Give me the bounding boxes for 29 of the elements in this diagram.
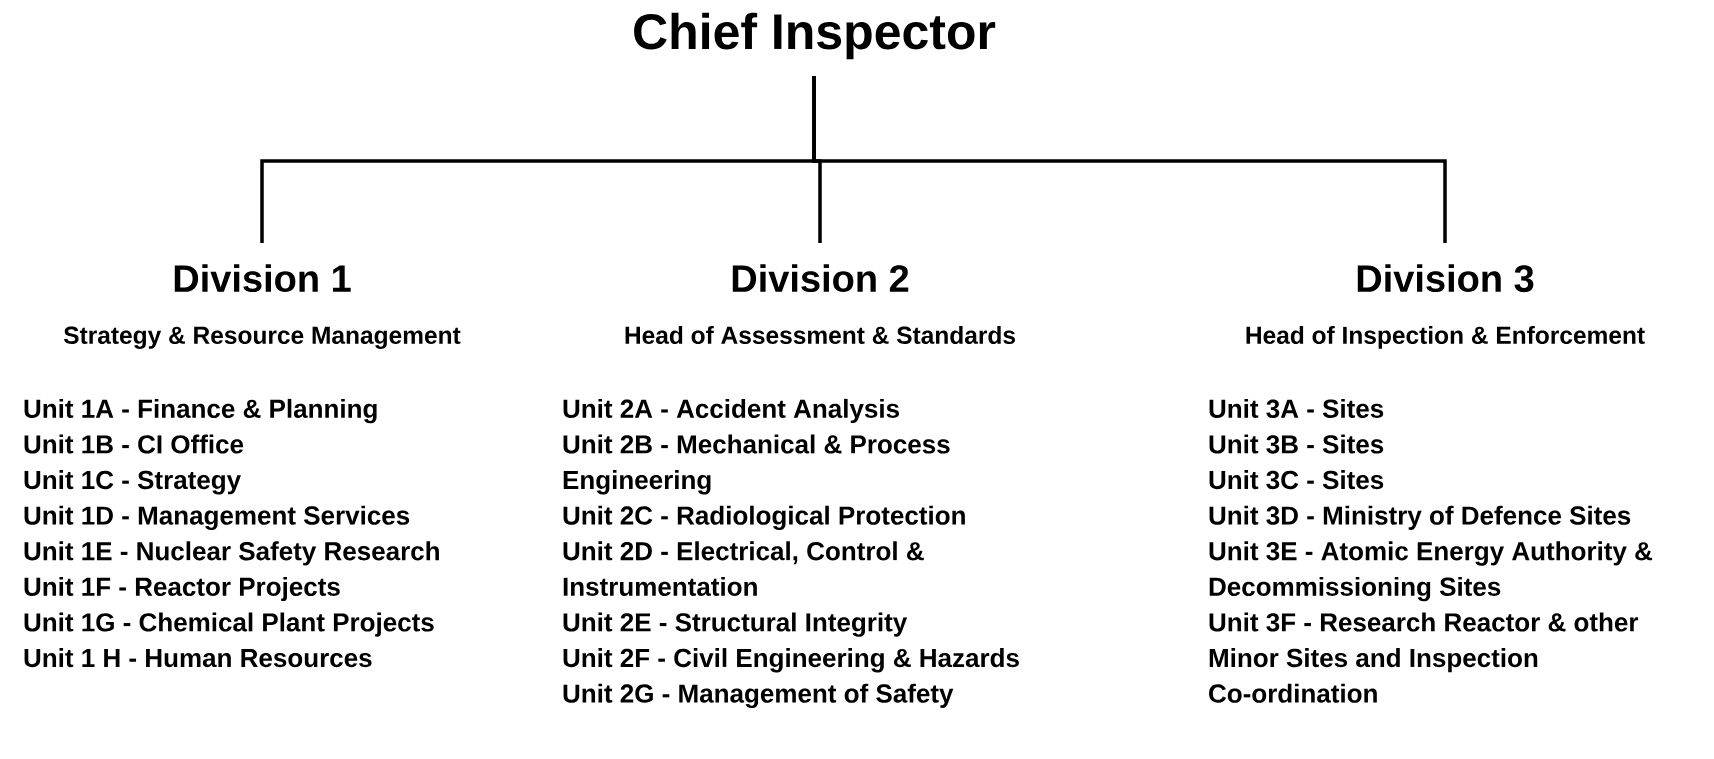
- unit-label: Unit 1E - Nuclear Safety Research: [24, 541, 439, 566]
- unit-label: Unit 1B - CI Office: [24, 434, 244, 454]
- division-subtitle: Head of Assessment & Standards: [625, 326, 1015, 344]
- unit-label: Unit 2D - Electrical, Control & Instrumentation: [563, 541, 924, 596]
- unit-label: Unit 3A - Sites: [1209, 398, 1384, 419]
- unit-label: Unit 3D - Ministry of Defence Sites: [1209, 505, 1631, 530]
- unit-label: Unit 2F - Civil Engineering & Hazards: [563, 648, 1019, 673]
- division-heading: Division 2: [732, 264, 909, 293]
- unit-label: Unit 1F - Reactor Projects: [24, 576, 340, 602]
- unit-label: Unit 1 H - Human Resources: [24, 648, 372, 668]
- unit-label: Unit 1C - Strategy: [24, 470, 241, 495]
- unit-label: Unit 1D - Management Services: [24, 505, 410, 531]
- unit-label: Unit 2C - Radiological Protection: [563, 505, 965, 531]
- title: Chief Inspector: [634, 12, 996, 60]
- division-subtitle: Head of Inspection & Enforcement: [1246, 326, 1645, 349]
- division-subtitle: Strategy & Resource Management: [63, 326, 461, 349]
- unit-label: Unit 3E - Atomic Energy Authority & Decommissioning Sites: [1209, 541, 1653, 602]
- connector-line: [812, 76, 1447, 243]
- division-heading: Division 1: [174, 264, 351, 293]
- unit-label: Unit 1G - Chemical Plant Projects: [24, 612, 434, 637]
- unit-label: Unit 2E - Structural Integrity: [563, 612, 908, 637]
- unit-label: Unit 3B - Sites: [1209, 434, 1384, 454]
- unit-label: Unit 3C - Sites: [1209, 470, 1384, 490]
- unit-label: Unit 1A - Finance & Planning: [24, 398, 377, 424]
- unit-label: Unit 2B - Mechanical & Process Engineering: [563, 434, 950, 495]
- unit-label: Unit 2A - Accident Analysis: [563, 398, 899, 424]
- division-heading: Division 3: [1357, 264, 1534, 293]
- unit-label: Unit 3F - Research Reactor & other Minor Sites and Inspection Co-ordination: [1209, 612, 1639, 703]
- unit-label: Unit 2G - Management of Safety: [563, 683, 954, 709]
